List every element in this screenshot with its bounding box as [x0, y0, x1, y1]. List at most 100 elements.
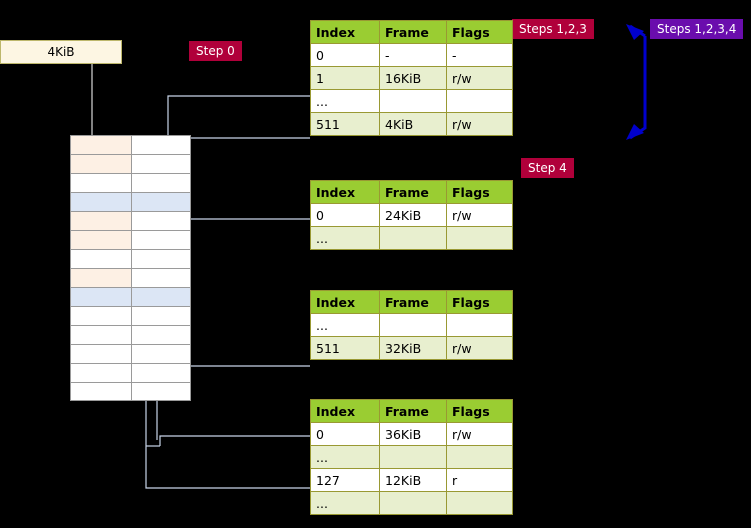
memory-row	[70, 249, 191, 268]
table-cell-flags	[446, 89, 513, 113]
memory-cell-right	[130, 307, 190, 325]
memory-cell-left	[71, 326, 131, 344]
step-label-step-4: Step 4	[521, 158, 574, 178]
memory-cell-left	[71, 174, 131, 192]
memory-row	[70, 173, 191, 192]
memory-cell-left	[71, 383, 131, 400]
table-row: ...	[310, 491, 513, 515]
table-cell-index: 1	[310, 66, 380, 90]
table-header-flags: Flags	[446, 290, 513, 314]
table-cell-frame: -	[379, 43, 447, 67]
table-cell-flags: r/w	[446, 422, 513, 446]
memory-cell-right	[130, 155, 190, 173]
memory-cell-right	[130, 231, 190, 249]
memory-cell-left	[71, 212, 131, 230]
table-header-frame: Frame	[379, 399, 447, 423]
table-row: ...	[310, 313, 513, 337]
memory-cell-right	[130, 193, 190, 211]
table-cell-index: 127	[310, 468, 380, 492]
memory-row	[70, 363, 191, 382]
table-row: ...	[310, 226, 513, 250]
memory-cell-right	[130, 288, 190, 306]
memory-row	[70, 268, 191, 287]
table-cell-flags: r/w	[446, 112, 513, 136]
table-cell-frame	[379, 445, 447, 469]
memory-block-label: 4KiB	[47, 45, 75, 59]
memory-cell-right	[130, 250, 190, 268]
memory-cell-left	[71, 193, 131, 211]
table-cell-index: 0	[310, 43, 380, 67]
step-label-step-123: Steps 1,2,3	[512, 19, 594, 39]
table-cell-frame: 24KiB	[379, 203, 447, 227]
memory-cell-left	[71, 155, 131, 173]
table-row: ...	[310, 89, 513, 113]
table-cell-frame: 16KiB	[379, 66, 447, 90]
blue-bracket-arrow	[626, 24, 647, 140]
memory-row	[70, 382, 191, 401]
memory-cell-right	[130, 212, 190, 230]
memory-cell-right	[130, 364, 190, 382]
table-cell-frame	[379, 226, 447, 250]
memory-cell-left	[71, 307, 131, 325]
table-header-flags: Flags	[446, 180, 513, 204]
table-header-index: Index	[310, 290, 380, 314]
memory-row	[70, 230, 191, 249]
step-label-step-1234: Steps 1,2,3,4	[650, 19, 744, 39]
memory-block-4kib: 4KiB	[0, 40, 122, 64]
table-cell-index: ...	[310, 491, 380, 515]
memory-row	[70, 154, 191, 173]
memory-cell-left	[71, 136, 131, 154]
table-cell-flags: -	[446, 43, 513, 67]
table-cell-index: ...	[310, 89, 380, 113]
memory-cell-left	[71, 288, 131, 306]
table-header-index: Index	[310, 180, 380, 204]
memory-row	[70, 344, 191, 363]
memory-row	[70, 306, 191, 325]
table-cell-flags	[446, 491, 513, 515]
step-label-step-0: Step 0	[189, 41, 242, 61]
memory-cell-left	[71, 269, 131, 287]
table-cell-flags	[446, 313, 513, 337]
table-cell-flags	[446, 445, 513, 469]
table-cell-index: ...	[310, 313, 380, 337]
memory-cell-left	[71, 250, 131, 268]
memory-cell-left	[71, 231, 131, 249]
memory-row	[70, 135, 191, 154]
memory-column	[70, 135, 191, 401]
table-header-index: Index	[310, 20, 380, 44]
table-header-frame: Frame	[379, 180, 447, 204]
memory-row	[70, 192, 191, 211]
memory-cell-left	[71, 345, 131, 363]
memory-cell-left	[71, 364, 131, 382]
table-cell-index: ...	[310, 226, 380, 250]
table-cell-flags: r/w	[446, 66, 513, 90]
table-header-index: Index	[310, 399, 380, 423]
table-cell-index: 0	[310, 422, 380, 446]
table-cell-frame: 4KiB	[379, 112, 447, 136]
table-cell-index: 0	[310, 203, 380, 227]
table-row: ...	[310, 445, 513, 469]
table-cell-flags: r	[446, 468, 513, 492]
table-header-frame: Frame	[379, 20, 447, 44]
memory-cell-right	[130, 174, 190, 192]
table-cell-flags: r/w	[446, 336, 513, 360]
table-cell-flags	[446, 226, 513, 250]
table-cell-index: 511	[310, 112, 380, 136]
table-header-flags: Flags	[446, 399, 513, 423]
memory-cell-right	[130, 136, 190, 154]
table-cell-frame	[379, 89, 447, 113]
memory-row	[70, 287, 191, 306]
memory-row	[70, 211, 191, 230]
table-cell-frame: 32KiB	[379, 336, 447, 360]
memory-cell-right	[130, 326, 190, 344]
